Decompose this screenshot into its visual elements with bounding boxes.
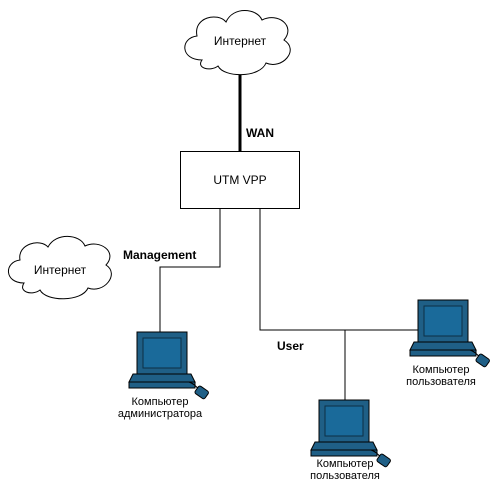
management-label: Management bbox=[123, 248, 197, 262]
user-pc-bottom-caption: Компьютер пользователя bbox=[310, 458, 380, 482]
admin-pc-line2: администратора bbox=[117, 408, 203, 420]
computer-icon bbox=[128, 331, 210, 401]
internet-top-label: Интернет bbox=[213, 34, 267, 48]
user-pc-right-caption: Компьютер пользователя bbox=[406, 364, 476, 388]
internet-left-label: Интернет bbox=[33, 263, 87, 277]
cloud-icon bbox=[184, 10, 291, 76]
wan-label: WAN bbox=[246, 126, 274, 140]
computer-icon bbox=[409, 299, 491, 369]
utm-vpp-label: UTM VPP bbox=[213, 173, 267, 187]
user-label: User bbox=[277, 339, 304, 353]
user-link bbox=[259, 209, 418, 331]
utm-vpp-node[interactable]: UTM VPP bbox=[180, 151, 300, 209]
cloud-icon bbox=[8, 235, 112, 300]
admin-pc-line1: Компьютер bbox=[131, 396, 189, 408]
user-pc-right-line2: пользователя bbox=[406, 376, 476, 388]
user-pc-bottom-line1: Компьютер bbox=[316, 458, 374, 470]
user-pc-right-line1: Компьютер bbox=[412, 364, 470, 376]
management-link bbox=[159, 209, 221, 332]
admin-pc-caption: Компьютер администратора bbox=[118, 396, 202, 420]
user-pc-bottom-line2: пользователя bbox=[310, 470, 380, 482]
